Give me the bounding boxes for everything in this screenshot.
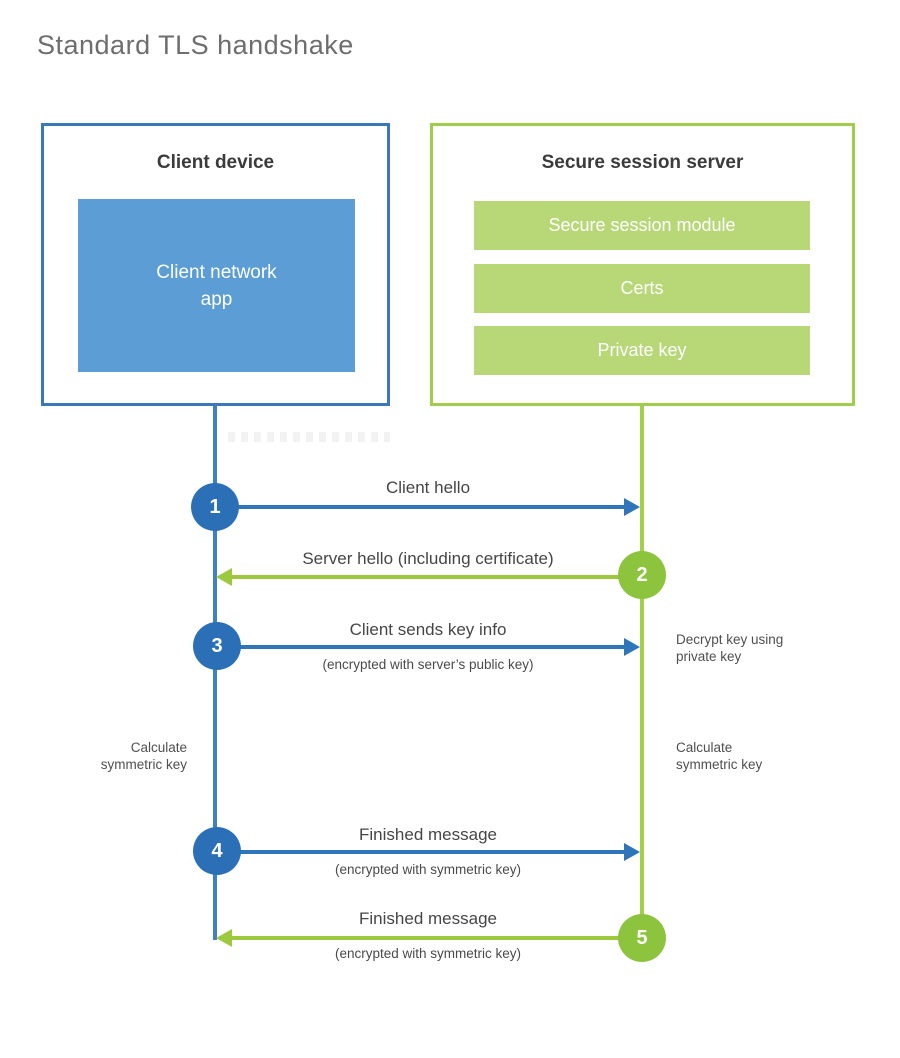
client-lifeline xyxy=(213,406,217,940)
step-badge-4: 4 xyxy=(193,827,241,875)
secure-session-server-box: Secure session server Secure session mod… xyxy=(430,123,855,406)
arrow-client-key-info xyxy=(217,645,626,649)
step-badge-5: 5 xyxy=(618,914,666,962)
arrow-finished-client xyxy=(217,850,626,854)
arrow-server-hello xyxy=(232,575,642,579)
message-label-client-key-info: Client sends key info xyxy=(349,620,507,639)
message-label-server-hello: Server hello (including certificate) xyxy=(302,549,554,568)
client-device-box: Client device Client network app xyxy=(41,123,390,406)
message-sublabel-client-key-info: (encrypted with server’s public key) xyxy=(322,657,534,672)
message-label-client-hello: Client hello xyxy=(385,478,471,497)
message-label-finished-client: Finished message xyxy=(359,825,497,844)
step-badge-1: 1 xyxy=(191,483,239,531)
server-module-certs: Certs xyxy=(474,264,810,313)
server-module-private-key: Private key xyxy=(474,326,810,375)
faint-dashed-artifact xyxy=(228,432,390,442)
note-calculate-symmetric-key-server: Calculate symmetric key xyxy=(676,740,763,772)
arrowhead-right-icon xyxy=(624,843,640,861)
arrow-finished-server xyxy=(232,936,642,940)
note-calculate-symmetric-key-client: Calculate symmetric key xyxy=(100,740,187,772)
arrow-client-hello xyxy=(215,505,626,509)
page-title: Standard TLS handshake xyxy=(37,30,354,60)
arrowhead-left-icon xyxy=(216,568,232,586)
server-module-secure-session-module: Secure session module xyxy=(474,201,810,250)
message-sublabel-finished-server: (encrypted with symmetric key) xyxy=(334,946,522,961)
server-lifeline xyxy=(640,406,644,940)
step-badge-3: 3 xyxy=(193,622,241,670)
step-badge-2: 2 xyxy=(618,551,666,599)
client-network-app-block: Client network app xyxy=(78,199,355,372)
arrowhead-left-icon xyxy=(216,929,232,947)
client-device-title: Client device xyxy=(156,152,275,173)
note-decrypt-key: Decrypt key using private key xyxy=(676,632,784,664)
message-label-finished-server: Finished message xyxy=(359,909,497,928)
arrowhead-right-icon xyxy=(624,638,640,656)
message-sublabel-finished-client: (encrypted with symmetric key) xyxy=(334,862,522,877)
arrowhead-right-icon xyxy=(624,498,640,516)
secure-session-server-title: Secure session server xyxy=(541,152,744,173)
